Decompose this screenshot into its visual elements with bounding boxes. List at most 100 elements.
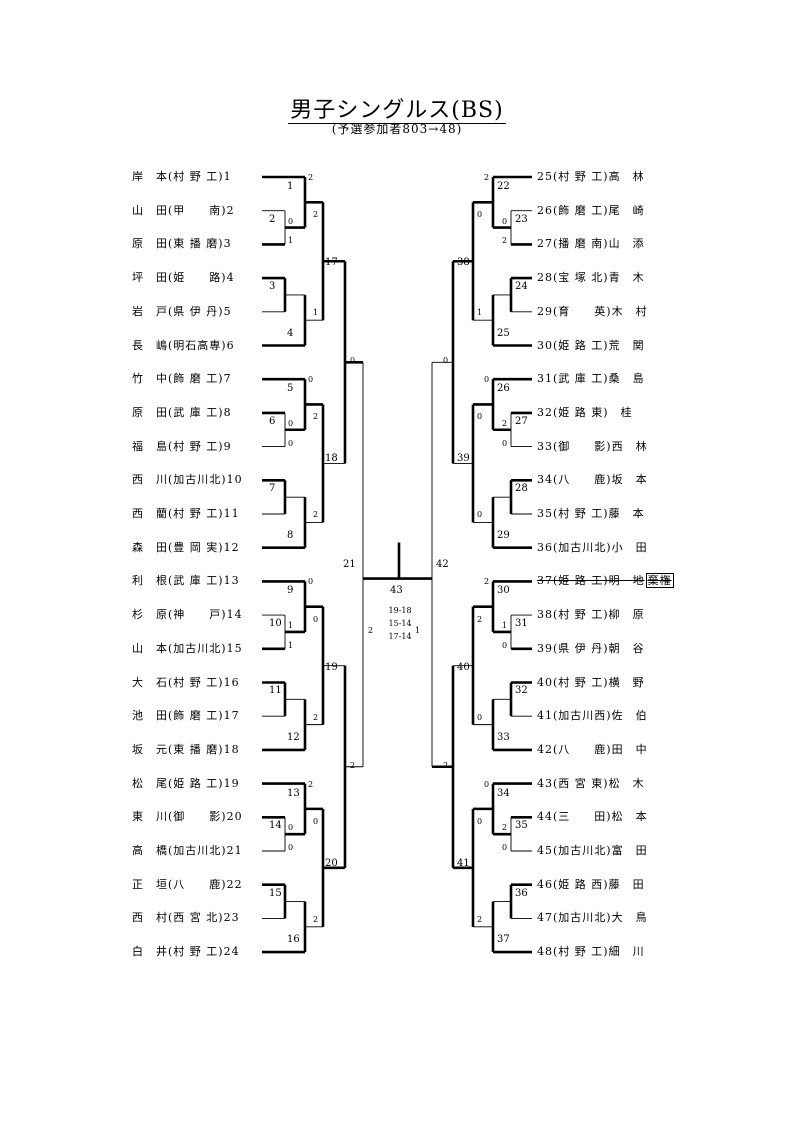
match-number: 33 <box>497 731 510 743</box>
player-entry: 岩 戸(県 伊 丹)5 <box>132 304 232 318</box>
set-score: 0 <box>288 438 294 448</box>
set-score: 0 <box>288 843 294 852</box>
match-number: 17 <box>325 257 338 269</box>
player-entry: 47(加古川北)大 鳥 <box>537 911 687 925</box>
set-score: 1 <box>502 621 508 631</box>
set-score: 2 <box>350 760 356 770</box>
player-entry: 福 島(村 野 工)9 <box>132 439 232 453</box>
player-name: 28(宝 塚 北)青 木 <box>537 271 645 285</box>
player-name: 29(育 英)木 村 <box>537 304 648 318</box>
set-score: 2 <box>313 712 319 722</box>
match-number: 8 <box>287 529 294 541</box>
match-number: 31 <box>515 617 528 629</box>
player-name: 32(姫 路 東) 桂 <box>537 405 633 419</box>
match-number: 32 <box>515 685 528 697</box>
set-score: 2 <box>477 914 483 924</box>
set-score: 1 <box>313 308 319 318</box>
player-entry: 山 本(加古川北)15 <box>132 641 243 655</box>
player-entry: 32(姫 路 東) 桂 <box>537 406 687 420</box>
match-number: 39 <box>457 453 470 465</box>
match-number: 36 <box>515 887 528 899</box>
set-score: 1 <box>477 308 483 318</box>
match-number: 37 <box>497 934 510 946</box>
player-entry: 竹 中(飾 磨 工)7 <box>132 372 232 386</box>
match-number: 4 <box>287 327 294 339</box>
player-entry: 正 垣(八 鹿)22 <box>132 877 243 891</box>
player-entry: 46(姫 路 西)藤 田 <box>537 878 687 892</box>
set-score: 0 <box>477 712 483 722</box>
set-score: 0 <box>443 356 449 366</box>
player-name: 26(飾 磨 工)尾 崎 <box>537 203 645 217</box>
player-entry: 高 橋(加古川北)21 <box>132 844 243 857</box>
set-score: 0 <box>308 577 314 587</box>
final-score-set-3: 17-14 <box>388 632 412 641</box>
page-title: 男子シングルス(BS) <box>288 98 506 124</box>
set-score: 0 <box>350 356 356 366</box>
player-entry: 西 川(加古川北)10 <box>132 473 243 487</box>
match-number: 9 <box>287 585 294 597</box>
player-entry: 48(村 野 工)細 川 <box>537 945 687 959</box>
set-score: 2 <box>443 760 449 770</box>
match-number: 34 <box>497 787 510 799</box>
match-number: 14 <box>269 820 282 832</box>
match-number: 24 <box>515 280 528 292</box>
match-number: 15 <box>269 887 282 899</box>
player-name: 31(武 庫 工)桑 島 <box>537 372 645 386</box>
player-entry: 白 井(村 野 工)24 <box>132 945 240 959</box>
player-entry: 40(村 野 工)横 野 <box>537 676 687 690</box>
player-entry: 岸 本(村 野 工)1 <box>132 170 232 183</box>
match-number: 41 <box>457 857 470 869</box>
player-entry: 坪 田(姫 路)4 <box>132 271 235 285</box>
set-score: 2 <box>502 236 508 246</box>
player-name: 25(村 野 工)高 林 <box>537 170 645 183</box>
player-entry: 30(姫 路 工)荒 関 <box>537 339 687 353</box>
player-entry: 松 尾(姫 路 工)19 <box>132 776 240 790</box>
set-score: 0 <box>477 816 483 826</box>
player-name: 35(村 野 工)藤 本 <box>537 507 645 520</box>
player-name: 36(加古川北)小 田 <box>537 540 648 554</box>
set-score: 0 <box>313 614 319 624</box>
player-name: 47(加古川北)大 鳥 <box>537 911 648 925</box>
player-name: 30(姫 路 工)荒 関 <box>537 338 645 352</box>
set-score: 2 <box>308 173 314 182</box>
set-score: 0 <box>308 375 314 385</box>
set-score: 2 <box>484 577 490 587</box>
set-score: 2 <box>308 779 314 789</box>
match-number: 30 <box>497 585 510 597</box>
player-entry: 森 田(豊 岡 実)12 <box>132 540 240 554</box>
match-number: 7 <box>269 483 276 495</box>
player-entry: 西 藺(村 野 工)11 <box>132 507 240 520</box>
player-name: 40(村 野 工)横 野 <box>537 675 645 689</box>
set-score: 0 <box>502 640 508 650</box>
match-number: 40 <box>457 661 470 673</box>
set-score: 0 <box>502 843 508 852</box>
set-score: 2 <box>502 418 508 428</box>
match-number: 23 <box>515 213 528 225</box>
player-name: 33(御 影)西 林 <box>537 439 648 453</box>
set-score: 0 <box>502 438 508 448</box>
player-entry: 利 根(武 庫 工)13 <box>132 574 240 588</box>
match-number: 38 <box>457 257 470 269</box>
match-number: 18 <box>325 453 338 465</box>
final-set-right: 1 <box>415 626 421 635</box>
match-number: 12 <box>287 731 300 743</box>
match-number: 42 <box>436 558 449 570</box>
match-number: 21 <box>343 558 356 570</box>
set-score: 2 <box>313 412 319 422</box>
match-number: 26 <box>497 383 510 395</box>
final-set-left: 2 <box>368 626 374 635</box>
set-score: 0 <box>502 216 508 226</box>
player-entry: 38(村 野 工)柳 原 <box>537 608 687 622</box>
match-number: 28 <box>515 483 528 495</box>
player-entry: 西 村(西 宮 北)23 <box>132 911 240 925</box>
player-entry: 長 嶋(明石高専)6 <box>132 338 235 352</box>
set-score: 0 <box>477 210 483 220</box>
match-number: 3 <box>269 280 276 292</box>
player-entry: 25(村 野 工)高 林 <box>537 170 687 184</box>
match-number: 43 <box>390 584 403 596</box>
set-score: 2 <box>477 614 483 624</box>
player-entry: 杉 原(神 戸)14 <box>132 608 243 622</box>
match-number: 6 <box>269 415 276 427</box>
player-entry: 42(八 鹿)田 中 <box>537 743 687 757</box>
